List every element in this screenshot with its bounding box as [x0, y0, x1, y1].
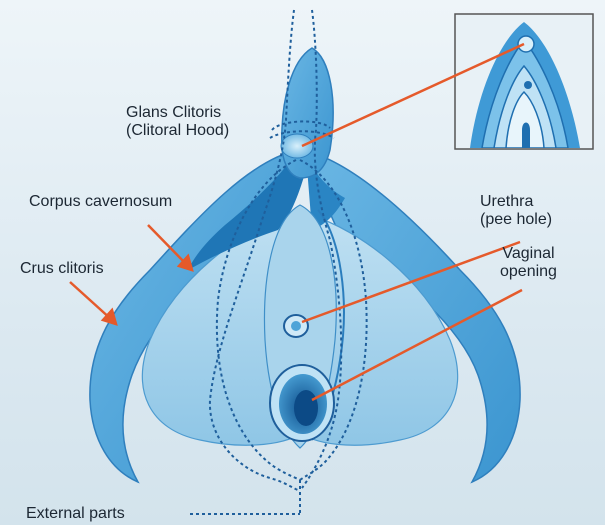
label-corpus: Corpus cavernosum	[29, 193, 172, 211]
label-glans: Glans Clitoris (Clitoral Hood)	[126, 104, 229, 140]
label-external: External parts	[26, 505, 125, 523]
pointer-crus	[70, 282, 112, 320]
label-vaginal: Vaginal opening	[500, 245, 557, 281]
label-urethra: Urethra (pee hole)	[480, 193, 552, 229]
clitoral-body	[282, 48, 333, 178]
inset-view	[455, 14, 593, 149]
glans	[281, 134, 313, 158]
label-crus: Crus clitoris	[20, 260, 104, 278]
